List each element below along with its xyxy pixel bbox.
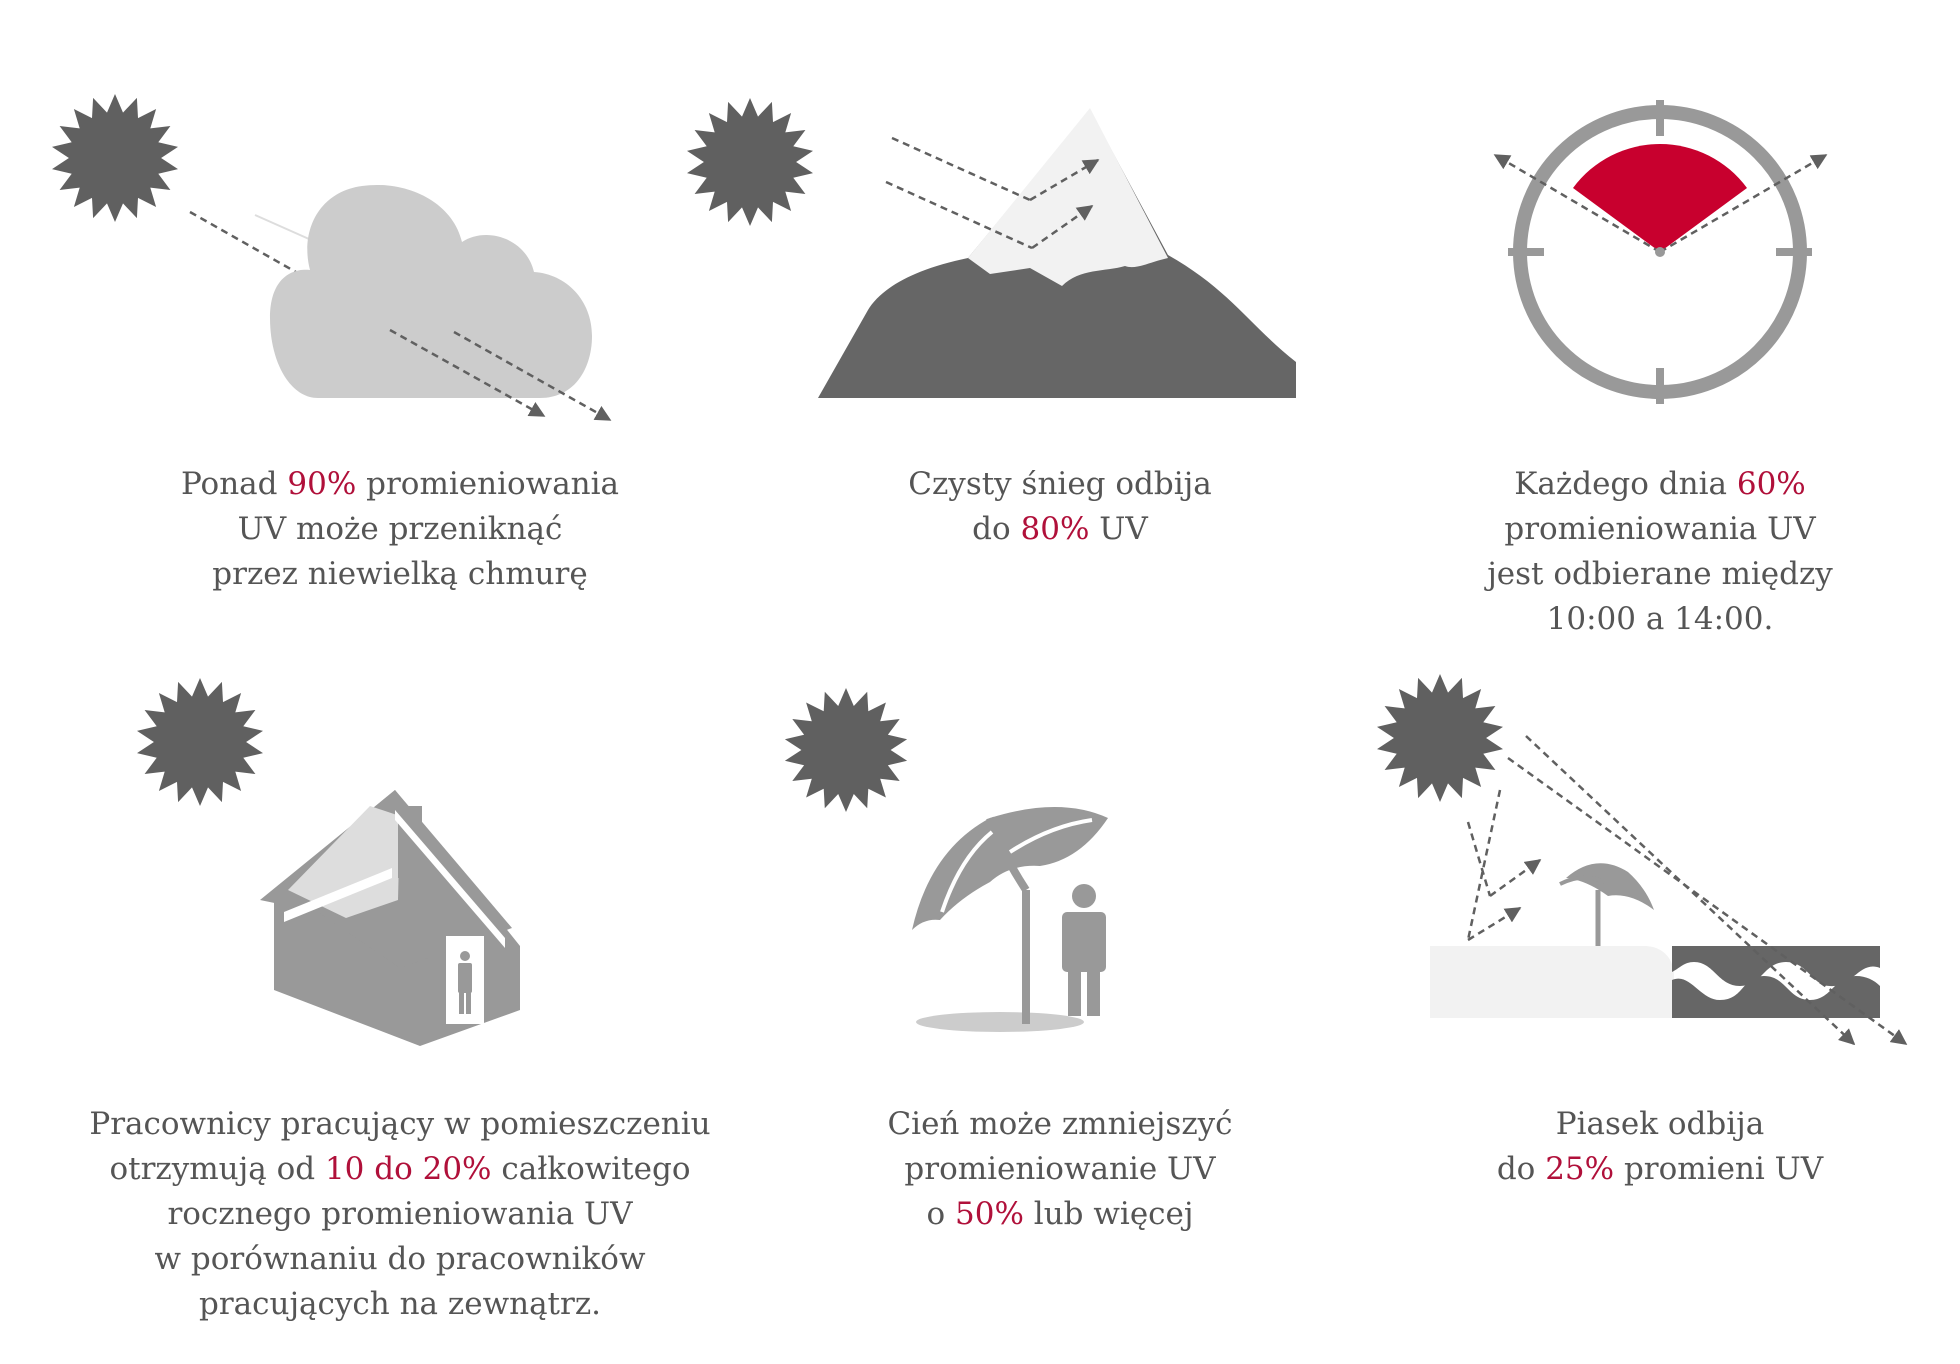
caption-line: 10:00 a 14:00.	[1420, 597, 1900, 642]
caption-text: Czysty śnieg odbija	[908, 466, 1212, 502]
caption-text: przez niewielką chmurę	[212, 556, 588, 592]
sun-icon	[52, 94, 178, 222]
caption-line: w porównaniu do pracowników	[40, 1237, 760, 1282]
clock-icon	[1493, 100, 1828, 404]
caption-text: w porównaniu do pracowników	[154, 1241, 646, 1277]
caption-line: Ponad 90% promieniowania	[150, 462, 650, 507]
caption-line: przez niewielką chmurę	[150, 552, 650, 597]
caption-clock: Każdego dnia 60% promieniowania UV jest od…	[1420, 462, 1900, 642]
person-icon	[458, 951, 472, 1014]
caption-line: Cień może zmniejszyć	[820, 1102, 1300, 1147]
ray-arrow-icon	[1467, 906, 1522, 942]
caption-text: Cień może zmniejszyć	[887, 1106, 1233, 1142]
caption-snow: Czysty śnieg odbija do 80% UV	[820, 462, 1300, 552]
caption-line: Każdego dnia 60%	[1420, 462, 1900, 507]
caption-line: jest odbierane między	[1420, 552, 1900, 597]
caption-text: do	[972, 511, 1021, 547]
umbrella-icon	[912, 807, 1108, 1024]
caption-text: całkowitego	[491, 1151, 691, 1187]
caption-text: UV	[1089, 511, 1148, 547]
highlight-value: 50%	[955, 1196, 1024, 1232]
ray-arrow-icon	[1525, 735, 1856, 1046]
caption-line: Czysty śnieg odbija	[820, 462, 1300, 507]
ray-arrow-icon	[1659, 153, 1828, 254]
caption-text: do	[1496, 1151, 1546, 1187]
waves-icon	[1672, 946, 1880, 1018]
sun-icon	[784, 688, 908, 812]
caption-text: Pracownicy pracujący w pomieszczeniu	[89, 1106, 711, 1142]
caption-line: do 25% promieni UV	[1420, 1147, 1900, 1192]
ray-arrow-icon	[1031, 204, 1094, 250]
caption-text: Piasek odbija	[1555, 1106, 1765, 1142]
ray-arrow-icon	[891, 136, 1031, 202]
snow-cap-icon	[968, 108, 1168, 286]
caption-text: promieniowania	[356, 466, 620, 502]
shadow	[916, 1012, 1084, 1032]
sun-icon	[687, 98, 813, 226]
ray-arrow-icon	[1507, 756, 1908, 1046]
highlight-value: 60%	[1736, 466, 1806, 502]
caption-text: promieniowanie UV	[904, 1151, 1216, 1187]
caption-text: 10:00 a 14:00.	[1546, 601, 1774, 637]
sand-icon	[1430, 946, 1674, 1018]
caption-text: lub więcej	[1023, 1196, 1194, 1232]
caption-line: UV może przeniknąć	[150, 507, 650, 552]
caption-text: promieni UV	[1614, 1151, 1824, 1187]
caption-cloud: Ponad 90% promieniowania UV może przenikn…	[150, 462, 650, 597]
ray-arrow-icon	[1029, 158, 1100, 202]
caption-text: o	[926, 1196, 956, 1232]
highlight-value: 25%	[1545, 1151, 1615, 1187]
ray-arrow-icon	[885, 180, 1033, 250]
caption-text: Ponad	[180, 466, 288, 502]
ray-arrow-icon	[189, 210, 311, 282]
ray-arrow-icon	[389, 328, 546, 418]
person-icon	[1062, 884, 1106, 1016]
highlight-value: 80%	[1020, 511, 1090, 547]
highlight-value: 90%	[287, 466, 357, 502]
sun-icon	[1377, 674, 1503, 802]
panel-sand-art	[1377, 674, 1908, 1046]
panel-cloud-art	[52, 94, 612, 422]
house-icon	[260, 790, 520, 1046]
caption-line: o 50% lub więcej	[820, 1192, 1300, 1237]
beach-umbrella-icon	[1559, 863, 1654, 946]
sun-icon	[137, 678, 263, 806]
caption-text: pracujących na zewnątrz.	[198, 1286, 602, 1322]
caption-text: jest odbierane między	[1487, 556, 1833, 592]
cloud-icon	[270, 184, 592, 398]
caption-line: pracujących na zewnątrz.	[40, 1282, 760, 1327]
caption-line: promieniowania UV	[1420, 507, 1900, 552]
caption-line: rocznego promieniowania UV	[40, 1192, 760, 1237]
caption-line: do 80% UV	[820, 507, 1300, 552]
ray-arrow-icon	[1466, 821, 1492, 897]
caption-text: promieniowania UV	[1504, 511, 1816, 547]
caption-text: Każdego dnia	[1514, 466, 1737, 502]
panel-shade-art	[784, 688, 1108, 1032]
caption-text: rocznego promieniowania UV	[167, 1196, 633, 1232]
caption-line: otrzymują od 10 do 20% całkowitego	[40, 1147, 760, 1192]
ray-arrow-icon	[453, 330, 612, 422]
caption-line: promieniowanie UV	[820, 1147, 1300, 1192]
caption-shade: Cień może zmniejszyć promieniowanie UV o 5…	[820, 1102, 1300, 1237]
highlight-value: 10 do 20%	[324, 1151, 492, 1187]
clock-highlight-sector	[1573, 143, 1747, 252]
caption-line: Pracownicy pracujący w pomieszczeniu	[40, 1102, 760, 1147]
ray-arrow-icon	[1489, 858, 1542, 898]
ray-trace	[254, 214, 319, 244]
caption-house: Pracownicy pracujący w pomieszczeniu otrz…	[40, 1102, 760, 1327]
panel-snow-art	[687, 98, 1296, 398]
panel-house-art	[137, 678, 520, 1046]
caption-text: otrzymują od	[109, 1151, 325, 1187]
ray-arrow-icon	[1466, 789, 1502, 941]
caption-text: UV może przeniknąć	[237, 511, 563, 547]
caption-line: Piasek odbija	[1420, 1102, 1900, 1147]
ray-arrow-icon	[1493, 153, 1661, 254]
